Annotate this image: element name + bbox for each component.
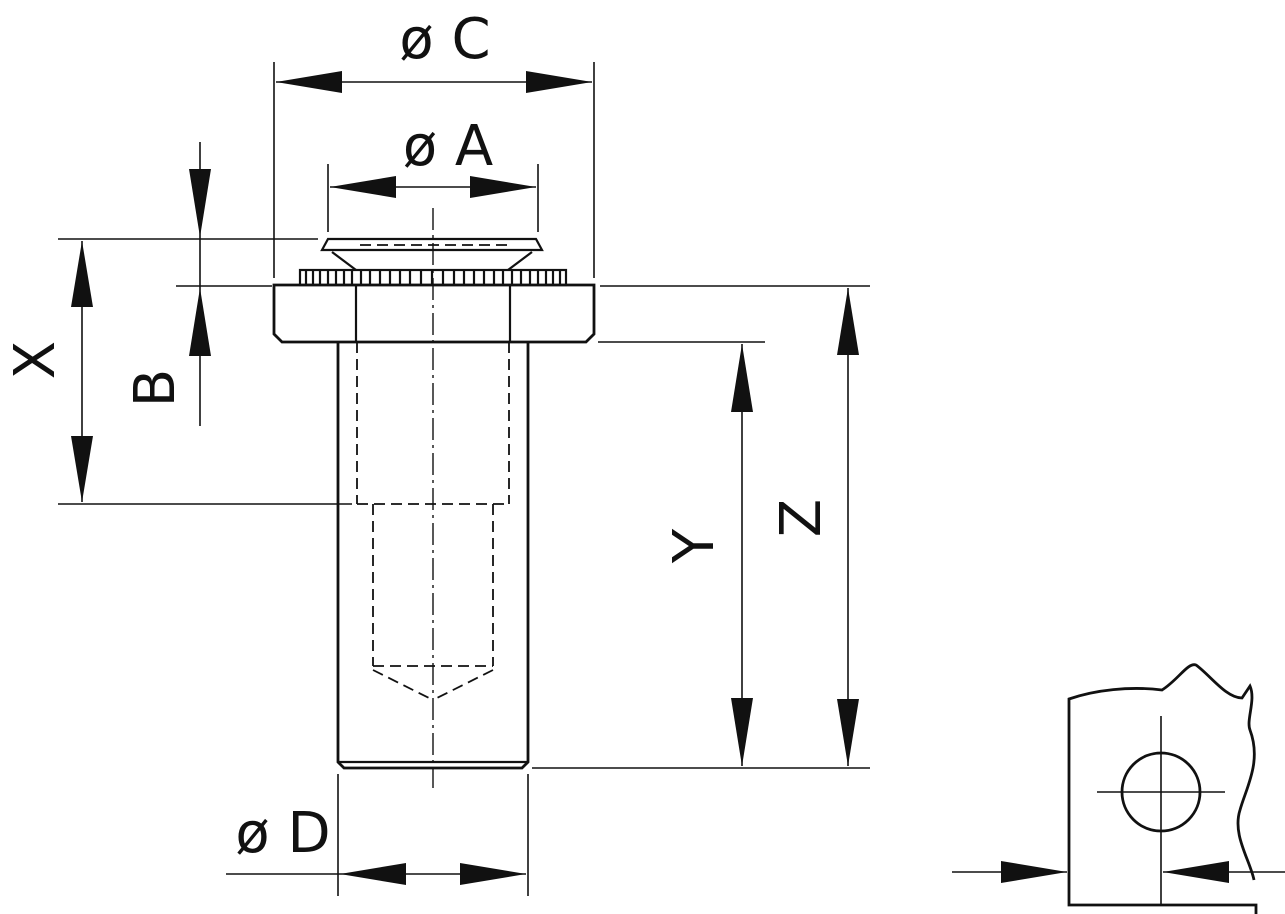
label-y: Y: [662, 528, 727, 564]
label-z: Z: [769, 499, 834, 537]
dimension-z: Z: [600, 285, 870, 766]
dimension-d: ø D: [226, 774, 529, 896]
head-cap: [320, 237, 544, 252]
fastener-part: [272, 208, 596, 788]
label-c: ø C: [399, 7, 490, 72]
dimension-y: Y: [532, 341, 870, 769]
dimension-c: ø C: [273, 7, 595, 278]
mounting-hole-detail: [952, 663, 1285, 914]
label-b: B: [123, 369, 188, 407]
dimension-b: B: [123, 142, 272, 426]
sheet-outline: [1067, 663, 1258, 914]
dimension-a: ø A: [327, 114, 539, 232]
dimension-x: X: [3, 238, 352, 505]
flange: [272, 283, 596, 344]
label-a: ø A: [403, 114, 493, 179]
label-d: ø D: [235, 801, 330, 866]
label-x: X: [3, 341, 68, 379]
